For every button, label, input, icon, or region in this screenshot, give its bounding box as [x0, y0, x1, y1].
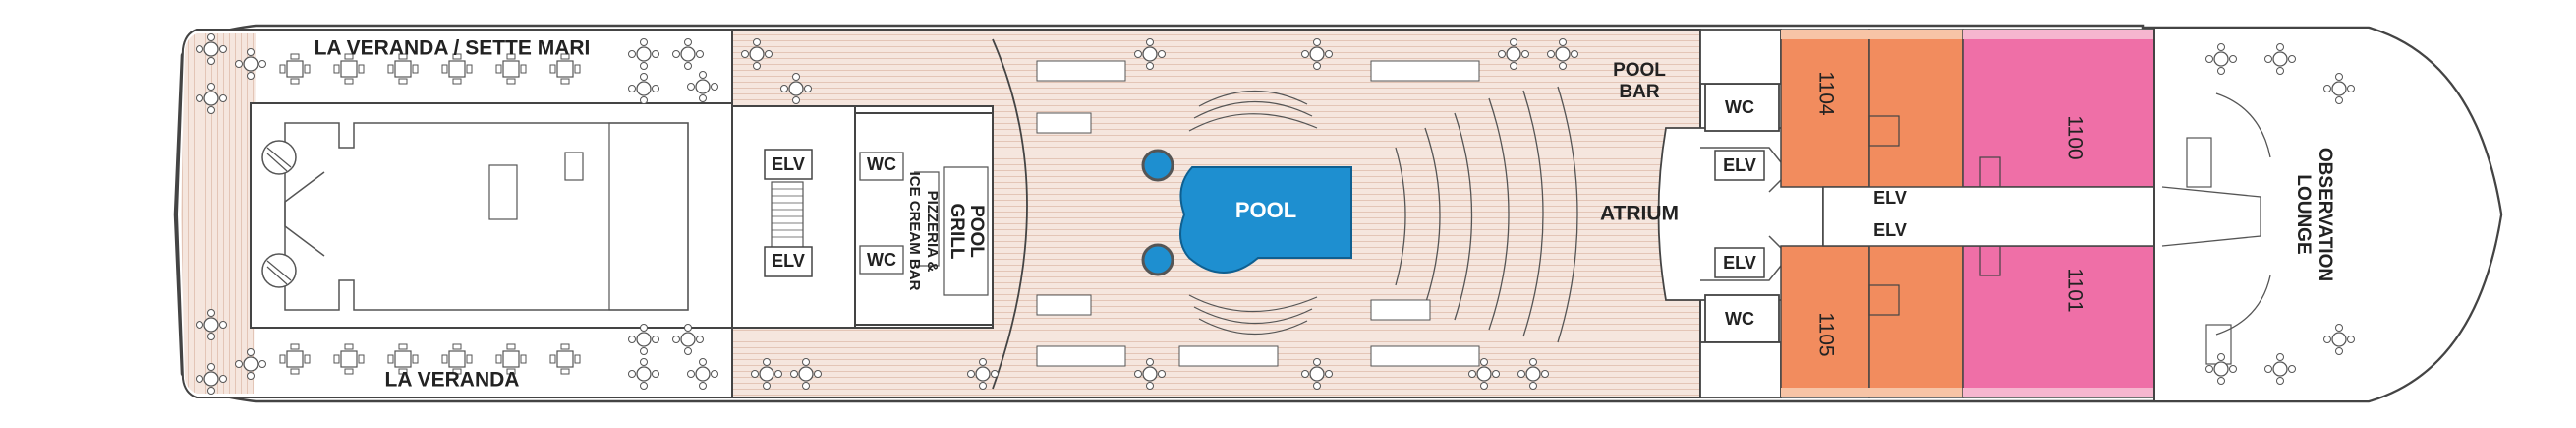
wc-fwd-bottom-label: WC — [1725, 309, 1754, 329]
pool — [1179, 166, 1352, 274]
suite-1105-area — [1780, 245, 1870, 398]
pool-grill-label-group: POOL GRILL — [946, 204, 987, 260]
observation-lounge — [2153, 27, 2503, 402]
aft-restaurant-block — [250, 102, 733, 329]
aft-elv-top-label: ELV — [772, 154, 805, 174]
suite-1100-label: 1100 — [2063, 115, 2086, 159]
aft-elv-bottom-box — [764, 246, 813, 277]
wc-fwd-top-box — [1704, 83, 1780, 132]
observation-label-2: LOUNGE — [2293, 174, 2314, 254]
atrium-seating — [1395, 86, 1578, 343]
suite-1101-label: 1101 — [2063, 268, 2086, 312]
la-veranda-sette-mari-label: LA VERANDA / SETTE MARI — [315, 37, 591, 60]
whirlpool-top — [1141, 149, 1174, 182]
pizzeria-label-group: PIZZERIA & ICE CREAM BAR — [906, 172, 941, 291]
observation-lounge-label-group: OBSERVATION LOUNGE — [2293, 148, 2335, 281]
observation-label-1: OBSERVATION — [2315, 148, 2335, 281]
aft-elv-top-box — [764, 149, 813, 180]
fwd-elv-bottom-label: ELV — [1873, 220, 1907, 240]
pool-grill-label-2: GRILL — [946, 204, 967, 260]
fwd-elv-top-label: ELV — [1873, 188, 1907, 208]
pool-bar-label-2: BAR — [1619, 82, 1659, 102]
pool-label: POOL — [1235, 198, 1296, 222]
aft-wc-bottom-label: WC — [867, 250, 896, 270]
suite-1104-label: 1104 — [1814, 71, 1837, 115]
pool-bar-label-1: POOL — [1613, 60, 1666, 81]
pizzeria-label-1: PIZZERIA & — [924, 191, 941, 273]
pool-grill-label-1: POOL — [966, 205, 987, 258]
pool-loungers-bottom — [1188, 294, 1318, 336]
atrium-elv-top-label: ELV — [1723, 155, 1756, 175]
pizzeria-label-2: ICE CREAM BAR — [906, 172, 923, 291]
pool-loungers-top — [1188, 90, 1318, 132]
suite-1104-area — [1780, 29, 1870, 188]
la-veranda-label: LA VERANDA — [385, 369, 520, 392]
wc-fwd-top-label: WC — [1725, 97, 1754, 117]
aft-stairs — [771, 181, 804, 250]
suite-1105-label: 1105 — [1814, 312, 1837, 356]
whirlpool-bottom — [1141, 243, 1174, 276]
aft-elv-bottom-label: ELV — [772, 251, 805, 271]
lounger-rows — [1036, 60, 1480, 367]
aft-wc-top-label: WC — [867, 154, 896, 174]
atrium-elv-bottom-label: ELV — [1723, 253, 1756, 273]
atrium-label: ATRIUM — [1600, 203, 1679, 225]
aft-terrace-wood — [181, 33, 256, 394]
